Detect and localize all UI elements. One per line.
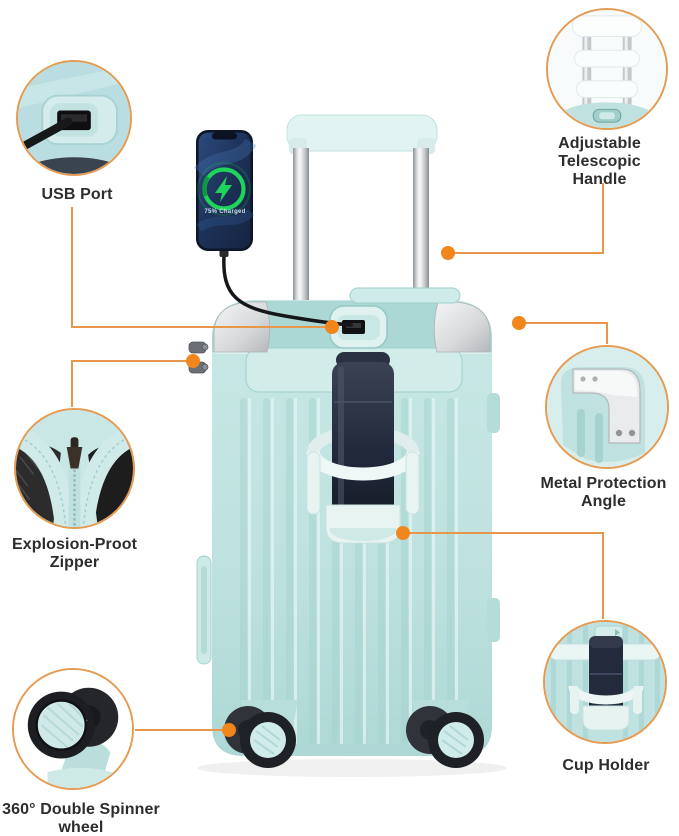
right-edge-tab [487,598,500,642]
suitcase-usb-port [329,305,388,349]
zipper-label: Explosion-Proot Zipper [11,536,138,571]
thermos-bottle [332,352,394,538]
phone-notch [212,132,237,140]
metal-angle-label: Metal Protection Angle [540,475,667,510]
side-carry-handle [196,555,212,665]
zipper-photo-circle [14,408,135,529]
telescopic-handle-label: Adjustable Telescopic Handle [558,135,641,188]
top-carry-handle [349,287,461,304]
phone [194,130,257,257]
cup-holder-label: Cup Holder [562,757,650,774]
cup-holder-assembly [306,352,420,544]
spinner-wheels [224,700,484,768]
phone-charge-status: 75% Charged [204,209,246,215]
cup-holder-photo-circle [543,620,667,744]
corner-protector-right [433,301,491,353]
spinner-wheel-label: 360° Double Spinner wheel [2,801,160,836]
usb-port-photo-circle [16,60,132,176]
telescopic-handle-photo-circle [546,8,668,130]
metal-angle-photo-circle [545,345,669,469]
zipper-pulls [188,341,209,374]
lightning-bolt-icon [215,176,232,202]
usb-port-label: USB Port [41,186,113,203]
right-edge-tab [487,393,500,433]
spinner-wheel-photo-circle [12,668,134,790]
